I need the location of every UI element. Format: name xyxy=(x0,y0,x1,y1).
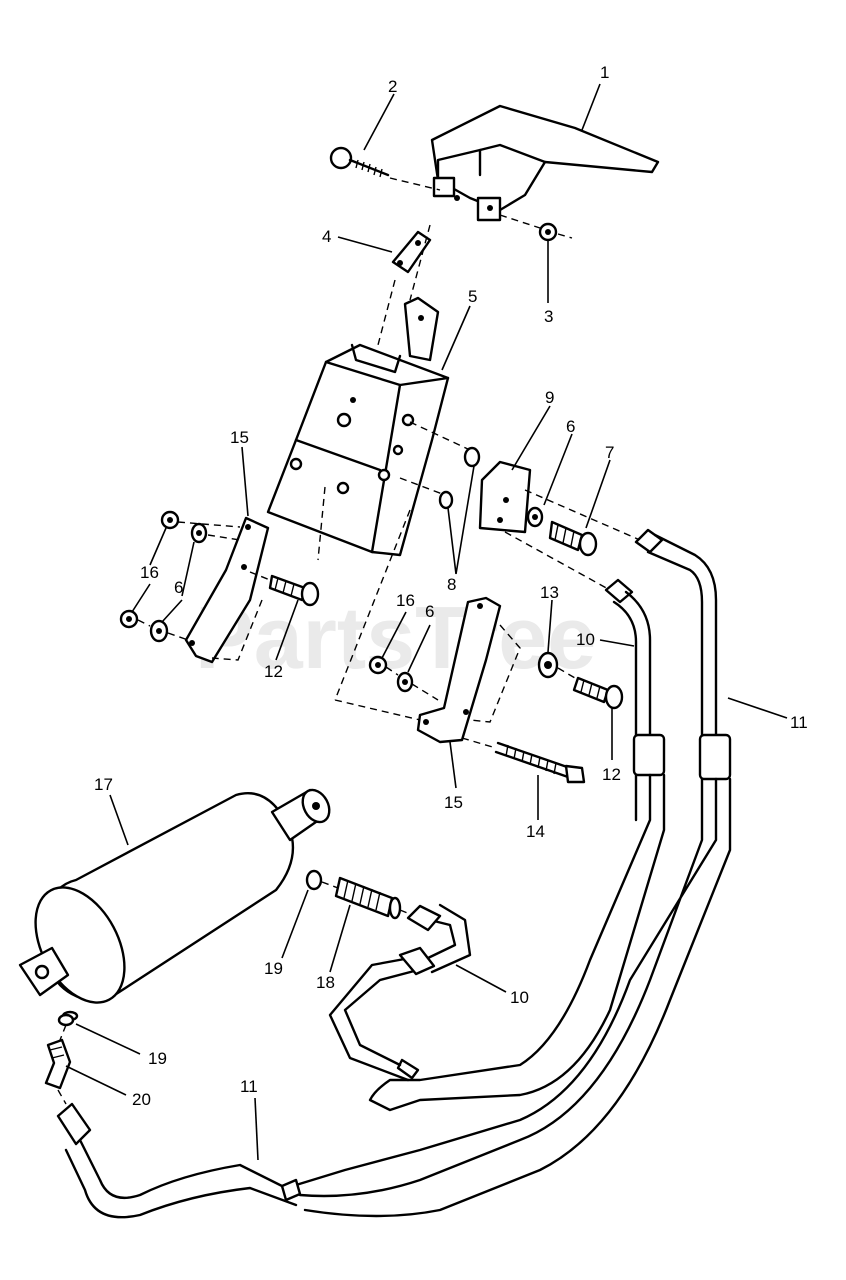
part-8-o-rings xyxy=(438,446,481,510)
callout-15-right: 15 xyxy=(444,793,463,812)
part-15-right-bracket xyxy=(334,596,521,744)
callout-10-lower: 10 xyxy=(510,988,529,1007)
callout-7: 7 xyxy=(605,443,614,462)
callout-11-upper: 11 xyxy=(790,713,808,732)
part-5-master-cylinder xyxy=(266,296,471,701)
watermark-text: PartsTree xyxy=(195,588,596,687)
part-12-bolt-right xyxy=(557,667,624,710)
leader-lines xyxy=(65,83,788,1161)
part-18-fitting xyxy=(321,876,411,920)
callout-12-left: 12 xyxy=(264,662,283,681)
part-16-nut-right xyxy=(368,655,388,675)
callout-11-lower: 11 xyxy=(240,1077,258,1096)
part-6-washer-adapter xyxy=(526,506,544,528)
part-16-nut-lower xyxy=(119,609,139,629)
callout-20: 20 xyxy=(132,1090,151,1109)
part-17-reservoir xyxy=(18,788,331,1022)
part-14-long-bolt xyxy=(461,737,586,784)
part-15-left-bracket xyxy=(184,516,270,664)
callout-16-right: 16 xyxy=(396,591,415,610)
part-6-washer-upper xyxy=(190,522,208,544)
callout-4: 4 xyxy=(322,227,331,246)
part-19-o-ring-lower xyxy=(57,1013,75,1027)
part-7-bolt xyxy=(548,520,598,557)
callout-8: 8 xyxy=(447,575,456,594)
callout-6-left: 6 xyxy=(174,578,183,597)
callout-14: 14 xyxy=(526,822,545,841)
part-9-adapter xyxy=(478,460,641,591)
callout-10-upper: 10 xyxy=(576,630,595,649)
callout-6-adapter: 6 xyxy=(566,417,575,436)
callout-15-left: 15 xyxy=(230,428,249,447)
callout-labels: 1 2 3 4 5 9 6 7 15 16 6 8 13 16 6 10 12 … xyxy=(94,63,808,1109)
part-13-washer xyxy=(537,651,559,679)
part-10-brake-line xyxy=(328,578,666,1112)
part-12-bolt-left xyxy=(249,571,320,607)
part-6-washer-right xyxy=(396,671,414,693)
callout-5: 5 xyxy=(468,287,477,306)
callout-3: 3 xyxy=(544,307,553,326)
part-4-link xyxy=(377,224,432,346)
callout-12-right: 12 xyxy=(602,765,621,784)
callout-1: 1 xyxy=(600,63,609,82)
part-11-brake-line xyxy=(56,528,732,1219)
callout-18: 18 xyxy=(316,973,335,992)
callout-9: 9 xyxy=(545,388,554,407)
callout-17: 17 xyxy=(94,775,113,794)
part-3-nut xyxy=(499,214,573,242)
part-2-bolt xyxy=(329,146,441,191)
callout-19-upper: 19 xyxy=(264,959,283,978)
part-19-o-ring-upper xyxy=(305,869,323,891)
callout-2: 2 xyxy=(388,77,397,96)
part-20-elbow-fitting xyxy=(44,1024,72,1105)
part-16-nut-upper xyxy=(160,510,180,530)
callout-6-right: 6 xyxy=(425,602,434,621)
callout-16-left: 16 xyxy=(140,563,159,582)
callout-13: 13 xyxy=(540,583,559,602)
part-1-pedal xyxy=(430,104,660,222)
part-6-washer-lower xyxy=(149,619,169,643)
callout-19-lower: 19 xyxy=(148,1049,167,1068)
